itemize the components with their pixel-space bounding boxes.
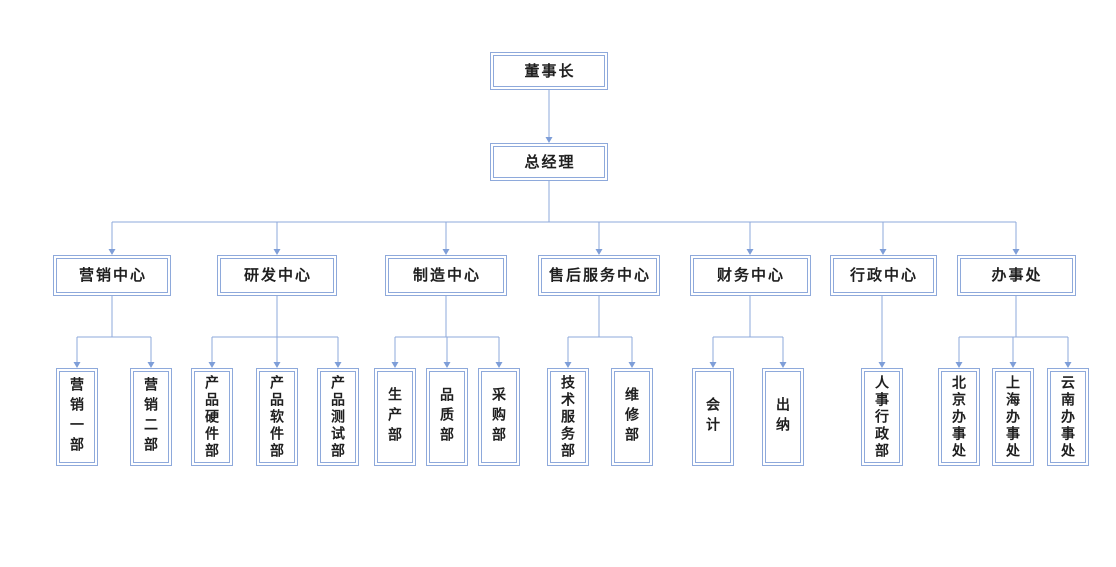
org-node-rd-center[interactable]: 研发中心	[217, 255, 337, 296]
org-node-general-manager[interactable]: 总经理	[490, 143, 608, 181]
after-sales-service-center-inner-frame: 售后服务中心	[541, 258, 657, 293]
accounting-dept-label: 会计	[705, 397, 721, 437]
beijing-office-inner-frame: 北京办事处	[941, 371, 977, 463]
org-node-production-dept[interactable]: 生产部	[374, 368, 416, 466]
org-node-chairman[interactable]: 董事长	[490, 52, 608, 90]
org-node-shanghai-office[interactable]: 上海办事处	[992, 368, 1034, 466]
accounting-dept-inner-frame: 会计	[695, 371, 731, 463]
general-manager-label: 总经理	[524, 153, 576, 171]
product-hardware-dept-inner-frame: 产品硬件部	[194, 371, 230, 463]
org-node-product-hardware-dept[interactable]: 产品硬件部	[191, 368, 233, 466]
manufacturing-center-label: 制造中心	[412, 267, 481, 284]
product-hardware-dept-label: 产品硬件部	[204, 374, 220, 460]
cashier-dept-label: 出纳	[775, 397, 791, 437]
manufacturing-center-inner-frame: 制造中心	[388, 258, 504, 293]
admin-center-inner-frame: 行政中心	[832, 258, 934, 293]
product-testing-dept-inner-frame: 产品测试部	[320, 371, 356, 463]
rd-center-label: 研发中心	[243, 267, 312, 284]
org-node-finance-center[interactable]: 财务中心	[689, 255, 811, 296]
marketing-center-label: 营销中心	[78, 267, 147, 284]
org-node-hr-admin-dept[interactable]: 人事行政部	[861, 368, 903, 466]
org-node-offices[interactable]: 办事处	[956, 255, 1076, 296]
org-node-marketing-dept-1[interactable]: 营销一部	[56, 368, 98, 466]
org-node-beijing-office[interactable]: 北京办事处	[938, 368, 980, 466]
finance-center-label: 财务中心	[716, 267, 785, 284]
org-node-maintenance-dept[interactable]: 维修部	[611, 368, 653, 466]
general-manager-inner-frame: 总经理	[493, 146, 605, 178]
org-node-manufacturing-center[interactable]: 制造中心	[385, 255, 507, 296]
yunnan-office-label: 云南办事处	[1060, 374, 1076, 460]
procurement-dept-inner-frame: 采购部	[481, 371, 517, 463]
maintenance-dept-label: 维修部	[624, 387, 640, 447]
quality-dept-label: 品质部	[439, 387, 455, 447]
shanghai-office-inner-frame: 上海办事处	[995, 371, 1031, 463]
technical-service-dept-label: 技术服务部	[560, 374, 576, 460]
maintenance-dept-inner-frame: 维修部	[614, 371, 650, 463]
org-node-after-sales-service-center[interactable]: 售后服务中心	[538, 255, 660, 296]
chairman-inner-frame: 董事长	[493, 55, 605, 87]
hr-admin-dept-inner-frame: 人事行政部	[864, 371, 900, 463]
finance-center-inner-frame: 财务中心	[692, 258, 808, 293]
yunnan-office-inner-frame: 云南办事处	[1050, 371, 1086, 463]
after-sales-service-center-label: 售后服务中心	[548, 267, 651, 284]
procurement-dept-label: 采购部	[491, 387, 507, 447]
product-software-dept-inner-frame: 产品软件部	[259, 371, 295, 463]
org-node-admin-center[interactable]: 行政中心	[829, 255, 937, 296]
quality-dept-inner-frame: 品质部	[429, 371, 465, 463]
cashier-dept-inner-frame: 出纳	[765, 371, 801, 463]
org-node-yunnan-office[interactable]: 云南办事处	[1047, 368, 1089, 466]
org-node-product-software-dept[interactable]: 产品软件部	[256, 368, 298, 466]
marketing-center-inner-frame: 营销中心	[56, 258, 168, 293]
org-node-product-testing-dept[interactable]: 产品测试部	[317, 368, 359, 466]
production-dept-inner-frame: 生产部	[377, 371, 413, 463]
offices-label: 办事处	[991, 267, 1043, 284]
production-dept-label: 生产部	[387, 387, 403, 447]
hr-admin-dept-label: 人事行政部	[874, 374, 890, 460]
product-testing-dept-label: 产品测试部	[330, 374, 346, 460]
offices-inner-frame: 办事处	[959, 258, 1073, 293]
admin-center-label: 行政中心	[849, 267, 918, 284]
marketing-dept-2-label: 营销二部	[143, 377, 159, 457]
product-software-dept-label: 产品软件部	[269, 374, 285, 460]
technical-service-dept-inner-frame: 技术服务部	[550, 371, 586, 463]
org-node-accounting-dept[interactable]: 会计	[692, 368, 734, 466]
chairman-label: 董事长	[524, 62, 576, 80]
marketing-dept-1-label: 营销一部	[69, 377, 85, 457]
marketing-dept-2-inner-frame: 营销二部	[133, 371, 169, 463]
marketing-dept-1-inner-frame: 营销一部	[59, 371, 95, 463]
rd-center-inner-frame: 研发中心	[220, 258, 334, 293]
beijing-office-label: 北京办事处	[951, 374, 967, 460]
org-node-cashier-dept[interactable]: 出纳	[762, 368, 804, 466]
org-node-procurement-dept[interactable]: 采购部	[478, 368, 520, 466]
org-node-technical-service-dept[interactable]: 技术服务部	[547, 368, 589, 466]
org-node-marketing-dept-2[interactable]: 营销二部	[130, 368, 172, 466]
shanghai-office-label: 上海办事处	[1005, 374, 1021, 460]
org-node-marketing-center[interactable]: 营销中心	[53, 255, 171, 296]
org-node-quality-dept[interactable]: 品质部	[426, 368, 468, 466]
